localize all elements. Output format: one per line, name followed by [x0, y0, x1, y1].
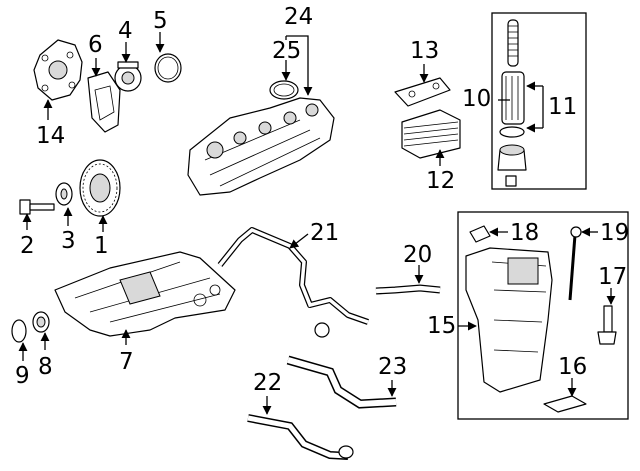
callout-8: 8	[38, 354, 53, 380]
callout-10: 10	[462, 86, 491, 112]
callout-19: 19	[600, 220, 629, 246]
callout-18: 18	[510, 220, 539, 246]
part-22-pipe	[247, 414, 354, 460]
part-4-pump	[114, 61, 142, 92]
oil-filter-group-frame	[491, 12, 587, 190]
callout-12: 12	[426, 168, 455, 194]
callout-2: 2	[20, 233, 35, 259]
part-3-washer	[55, 182, 73, 206]
part-7-oil-pan	[54, 251, 236, 337]
part-25-gasket	[269, 80, 299, 100]
part-oil-filter-spring	[507, 19, 519, 67]
callout-25: 25	[272, 38, 301, 64]
reservoir-group-frame	[457, 211, 629, 420]
callout-22: 22	[253, 370, 282, 396]
part-21-breather-hose	[217, 227, 369, 338]
callout-5: 5	[153, 8, 168, 34]
callout-20: 20	[403, 242, 432, 268]
part-11-oil-filter-element	[501, 71, 525, 125]
part-14-cover-plate	[33, 39, 83, 101]
callout-3: 3	[61, 228, 76, 254]
part-16-bracket	[543, 395, 587, 413]
part-filter-drain-plug	[505, 175, 517, 187]
part-15-reservoir	[465, 247, 553, 393]
callout-6: 6	[88, 32, 103, 58]
callout-21: 21	[310, 220, 339, 246]
callout-24: 24	[284, 4, 313, 30]
callout-14: 14	[36, 123, 65, 149]
part-11-seal-ring	[499, 126, 525, 138]
part-13-gasket	[394, 77, 451, 107]
leader-24	[286, 35, 313, 96]
callout-4: 4	[118, 18, 133, 44]
leader-21	[289, 233, 309, 249]
part-12-oil-cooler	[401, 109, 461, 159]
part-19-dipstick	[568, 226, 582, 301]
callout-17: 17	[598, 264, 627, 290]
callout-11: 11	[548, 94, 577, 120]
part-6-plate	[87, 71, 121, 133]
callout-15: 15	[427, 313, 456, 339]
callout-23: 23	[378, 354, 407, 380]
part-20-hose	[375, 284, 441, 295]
part-9-o-ring	[11, 319, 27, 343]
part-2-bolt	[19, 199, 55, 215]
part-11-filter-cap	[497, 144, 527, 171]
callout-13: 13	[410, 38, 439, 64]
part-18-cap	[469, 225, 491, 243]
callout-9: 9	[15, 363, 30, 389]
part-17-sensor	[597, 305, 617, 345]
callout-1: 1	[94, 233, 109, 259]
part-24-intake-manifold	[187, 97, 335, 196]
callout-7: 7	[119, 349, 134, 375]
part-1-gear	[79, 159, 121, 217]
part-8-drain-plug	[32, 311, 50, 333]
callout-16: 16	[558, 354, 587, 380]
part-5-o-ring	[154, 53, 182, 83]
part-23-coolant-hose	[286, 355, 397, 409]
